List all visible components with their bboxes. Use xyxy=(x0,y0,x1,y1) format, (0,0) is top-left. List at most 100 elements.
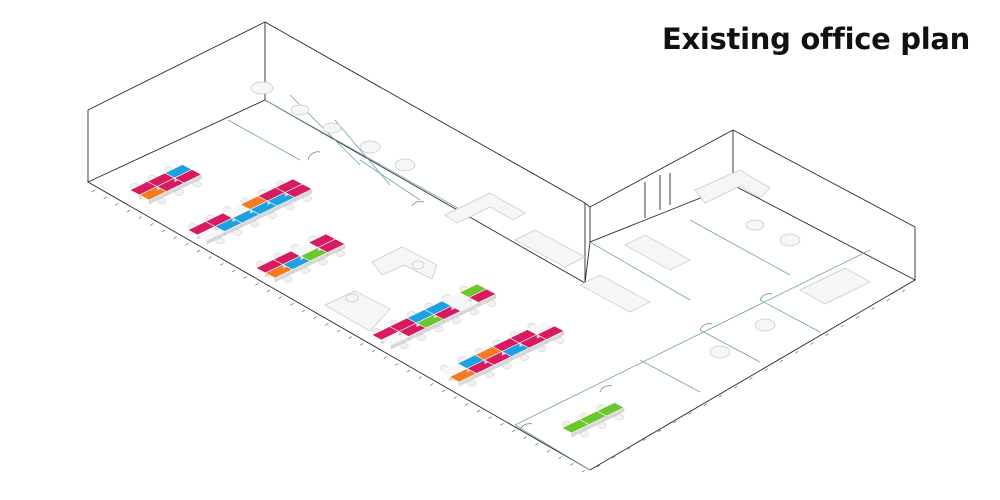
tick xyxy=(278,296,282,299)
desk-green xyxy=(596,402,625,417)
tick xyxy=(596,464,601,468)
tick xyxy=(764,368,768,371)
tick xyxy=(734,386,738,389)
tick xyxy=(871,307,875,310)
chair xyxy=(301,267,310,274)
tick xyxy=(336,329,341,333)
tick xyxy=(126,209,131,213)
chair xyxy=(175,189,184,196)
chair xyxy=(467,379,477,387)
tick xyxy=(718,394,723,398)
tick xyxy=(511,429,516,433)
chair xyxy=(520,354,529,361)
chair xyxy=(502,362,512,370)
chair xyxy=(417,334,426,341)
chair xyxy=(303,195,312,202)
chair xyxy=(318,258,328,266)
meeting-table xyxy=(624,234,691,271)
tick xyxy=(103,196,107,199)
tick xyxy=(150,223,154,226)
round-table xyxy=(250,81,274,95)
tick xyxy=(886,298,890,301)
desk-magenta xyxy=(468,288,497,303)
desk-row-4 xyxy=(371,283,497,350)
sofa xyxy=(444,192,526,224)
desk-row-1 xyxy=(129,164,203,205)
chair xyxy=(336,250,345,257)
tick xyxy=(138,216,142,219)
tick xyxy=(657,429,662,433)
furniture xyxy=(250,81,871,359)
chair xyxy=(485,371,494,378)
chair xyxy=(157,197,167,205)
sofa xyxy=(694,169,771,204)
tick xyxy=(220,263,224,266)
chair xyxy=(192,180,202,188)
round-table xyxy=(394,158,416,172)
desk-row-2 xyxy=(187,178,313,245)
round-table xyxy=(322,122,342,134)
meeting-table xyxy=(579,274,651,313)
tick xyxy=(430,383,434,386)
tick xyxy=(581,469,586,473)
tick xyxy=(488,416,492,419)
tick xyxy=(173,236,177,239)
round-table xyxy=(779,233,801,247)
tick xyxy=(313,316,317,319)
desk-magenta xyxy=(173,169,203,184)
chair xyxy=(283,275,293,283)
round-table xyxy=(709,345,731,359)
tick xyxy=(825,333,829,336)
tick xyxy=(266,289,271,293)
desk-magenta xyxy=(317,238,346,253)
chair xyxy=(555,337,564,344)
chair xyxy=(597,422,607,429)
tick xyxy=(290,303,294,306)
tick xyxy=(360,343,364,346)
tick xyxy=(627,447,631,450)
tick xyxy=(688,412,692,415)
tick xyxy=(546,449,551,453)
sofa xyxy=(324,290,391,332)
desk-magenta xyxy=(536,325,565,340)
tick xyxy=(535,443,539,446)
grid-ticks xyxy=(91,189,906,473)
tick xyxy=(301,309,306,313)
tick xyxy=(476,409,481,413)
chair xyxy=(615,413,624,421)
meeting-table xyxy=(514,229,586,268)
chair xyxy=(469,308,479,316)
tick xyxy=(255,283,259,286)
round-table xyxy=(745,219,765,231)
chair xyxy=(580,430,589,438)
tick xyxy=(570,463,574,466)
chair xyxy=(215,237,225,245)
chair xyxy=(268,212,277,219)
desk-rows xyxy=(129,164,625,438)
round-table xyxy=(359,140,381,154)
desk-row-5 xyxy=(439,320,565,387)
desk-magenta xyxy=(284,183,313,198)
tick xyxy=(612,456,616,459)
tick xyxy=(196,249,201,253)
tick xyxy=(348,336,352,339)
tick xyxy=(642,438,646,441)
chair xyxy=(434,325,444,333)
tick xyxy=(856,316,860,319)
tick xyxy=(779,359,784,363)
chair xyxy=(537,345,547,353)
desk-row-3 xyxy=(255,233,346,283)
tick xyxy=(441,389,446,393)
tick xyxy=(703,403,707,406)
chair xyxy=(487,300,496,307)
tick xyxy=(325,323,329,326)
tick xyxy=(418,376,422,379)
tick xyxy=(673,421,677,424)
sofa xyxy=(371,246,438,280)
tick xyxy=(406,369,411,373)
tick xyxy=(810,342,814,345)
room-partitions xyxy=(227,94,871,471)
tick xyxy=(453,396,457,399)
round-table xyxy=(290,104,310,116)
tick xyxy=(500,423,504,426)
